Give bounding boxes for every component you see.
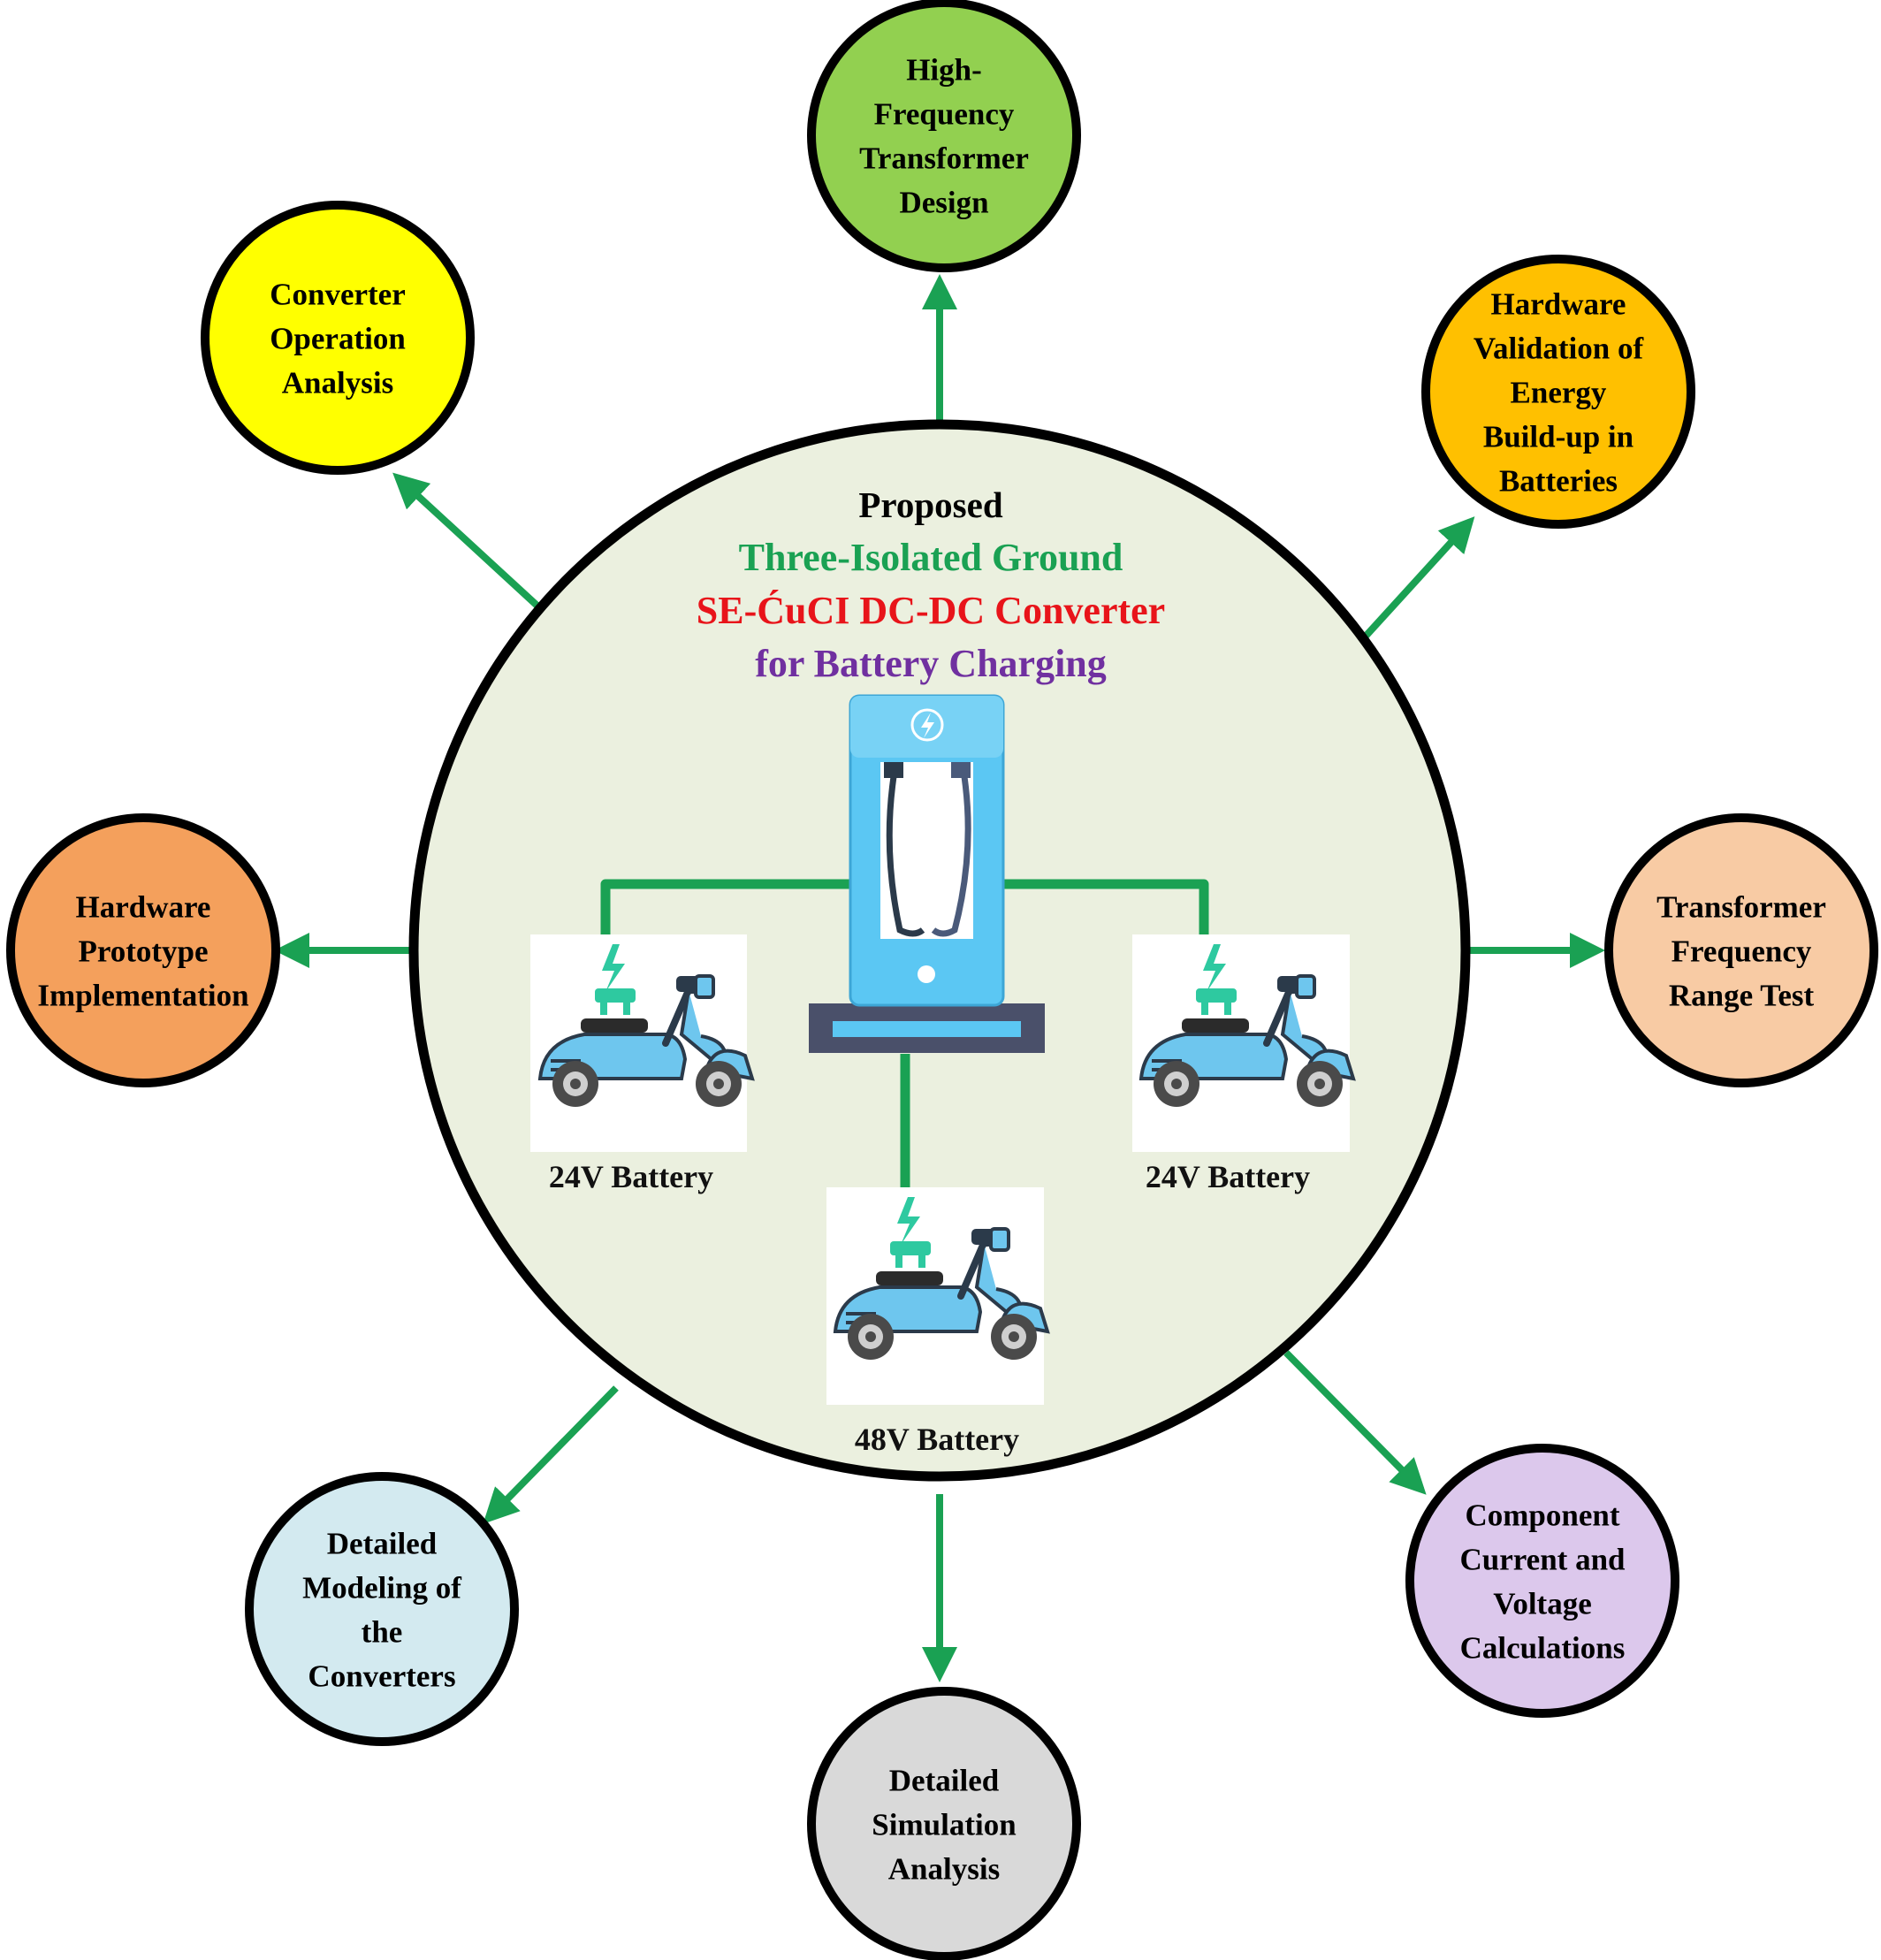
- node-label-line: Current and: [1459, 1542, 1626, 1576]
- node-label-line: Converter: [270, 277, 406, 311]
- center-line-1: Three-Isolated Ground: [739, 536, 1123, 579]
- node-label-line: Transformer: [1656, 889, 1826, 924]
- center-title: Proposed: [858, 484, 1002, 525]
- node-circle: [245, 1472, 519, 1746]
- battery-label-bottom: 48V Battery: [855, 1422, 1019, 1457]
- node-label-line: Design: [899, 185, 988, 219]
- node-label-line: Analysis: [282, 365, 393, 400]
- node-label-line: Modeling of: [302, 1570, 461, 1605]
- lightning-bolt-icon: [910, 708, 944, 742]
- node-circle: [807, 1687, 1081, 1960]
- node-label-line: Transformer: [859, 141, 1029, 175]
- node-circle: [1421, 255, 1695, 529]
- node-label-line: Hardware: [76, 889, 211, 924]
- node-label-line: Range Test: [1669, 978, 1815, 1012]
- charger-wires: [600, 879, 1209, 1198]
- node-label-line: the: [362, 1614, 403, 1649]
- node-label-line: Operation: [270, 321, 406, 355]
- arrow-to-converter-operation-analysis: [392, 472, 554, 622]
- scooter-bottom: [826, 1187, 1047, 1405]
- node-label-line: Component: [1465, 1498, 1619, 1532]
- node-label-line: Validation of: [1474, 331, 1644, 365]
- node-label-line: Implementation: [37, 978, 248, 1012]
- node-label-line: Frequency: [1672, 934, 1812, 968]
- outer-nodes: High-FrequencyTransformerDesignHardwareV…: [6, 0, 1878, 1960]
- node-label-line: Batteries: [1499, 463, 1618, 498]
- node-label-line: Energy: [1511, 375, 1607, 409]
- battery-label-right: 24V Battery: [1146, 1159, 1310, 1194]
- node-circle: [201, 201, 475, 475]
- center-line-3: for Battery Charging: [755, 642, 1107, 685]
- scooter-left: [530, 934, 752, 1152]
- node-label-line: Analysis: [888, 1851, 1000, 1886]
- node-label-line: Build-up in: [1483, 419, 1634, 454]
- node-label-line: Calculations: [1460, 1630, 1626, 1665]
- node-label-line: Simulation: [872, 1807, 1016, 1842]
- node-label-line: Hardware: [1491, 286, 1626, 321]
- node-label-line: Prototype: [78, 934, 208, 968]
- node-label-line: Converters: [308, 1659, 455, 1693]
- node-label-line: Detailed: [889, 1763, 1000, 1797]
- node-label-line: Voltage: [1493, 1586, 1591, 1621]
- arrow-to-detailed-modeling: [483, 1385, 619, 1524]
- node-circle: [6, 813, 280, 1087]
- node-label-line: Frequency: [874, 96, 1015, 131]
- battery-label-left: 24V Battery: [549, 1159, 713, 1194]
- node-label-line: High-: [906, 52, 982, 87]
- node-circle: [807, 0, 1081, 272]
- center-line-2: SE-ĆuCI DC-DC Converter: [697, 589, 1165, 632]
- ev-charging-station-icon: [809, 694, 1045, 1053]
- scooter-right: [1132, 934, 1353, 1152]
- node-label-line: Detailed: [327, 1526, 438, 1560]
- node-circle: [1405, 1444, 1679, 1718]
- arrow-to-component-current-voltage: [1283, 1350, 1427, 1495]
- node-circle: [1604, 813, 1878, 1087]
